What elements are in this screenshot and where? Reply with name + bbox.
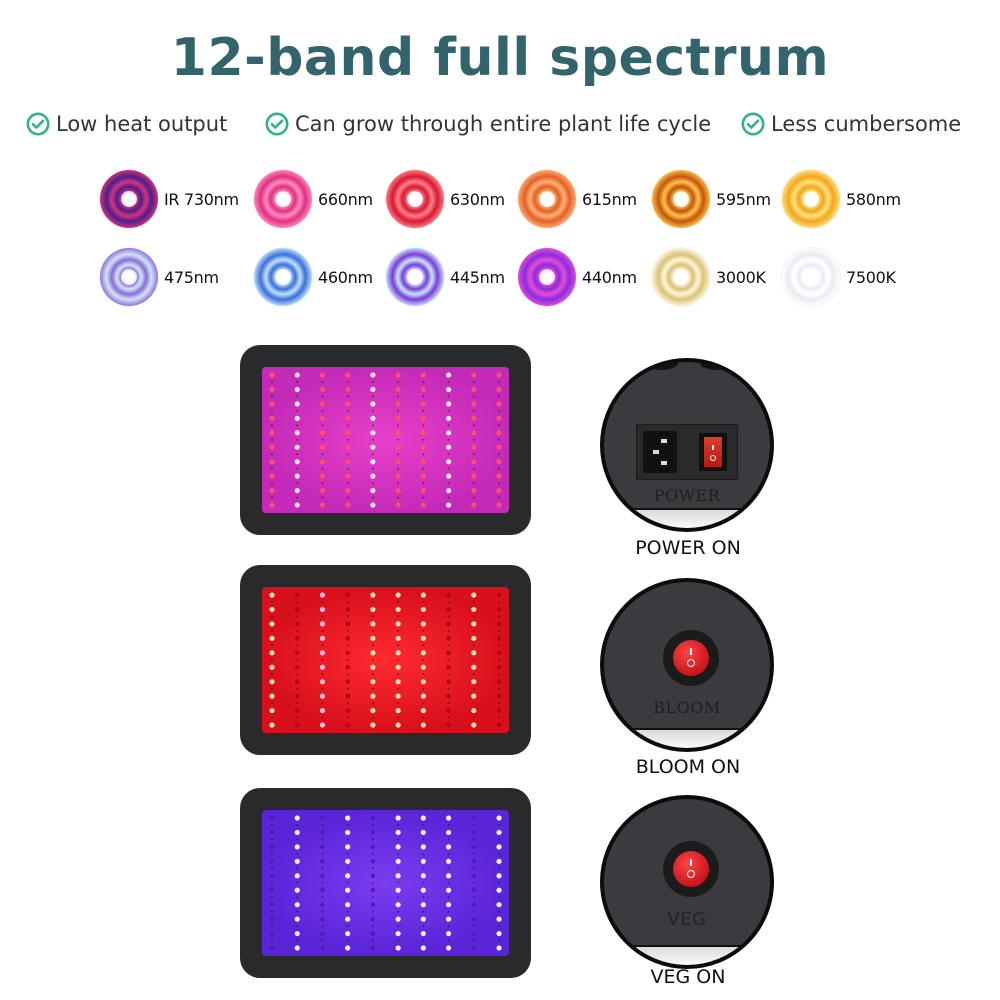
band-label: 445nm — [450, 267, 505, 287]
led-swatch-icon — [254, 170, 312, 228]
band-item: 460nm — [254, 248, 373, 306]
feature-item: Can grow through entire plant life cycle — [265, 112, 711, 136]
engraving-label: VEG — [667, 909, 707, 930]
band-item: 580nm — [782, 170, 901, 228]
led-swatch-icon — [100, 248, 158, 306]
band-label: 440nm — [582, 267, 637, 287]
band-label: 660nm — [318, 189, 373, 209]
bloom-on-caption: BLOOM ON — [635, 756, 741, 778]
band-item: 630nm — [386, 170, 505, 228]
led-swatch-icon — [386, 170, 444, 228]
rocker-switch[interactable] — [699, 433, 727, 471]
led-array — [262, 587, 509, 733]
led-swatch-icon — [386, 248, 444, 306]
housing-edge — [604, 945, 770, 965]
grow-light-panel-bloom — [240, 565, 531, 755]
led-swatch-icon — [518, 170, 576, 228]
band-label: 615nm — [582, 189, 637, 209]
check-circle-icon — [265, 112, 289, 136]
band-label: 630nm — [450, 189, 505, 209]
band-item: 615nm — [518, 170, 637, 228]
veg-switch-button[interactable] — [663, 841, 719, 897]
band-item: IR 730nm — [100, 170, 239, 228]
led-swatch-icon — [254, 248, 312, 306]
power-socket-icon — [643, 431, 677, 473]
band-label: 3000K — [716, 267, 766, 287]
check-circle-icon — [26, 112, 50, 136]
led-swatch-icon — [518, 248, 576, 306]
page-title: 12-band full spectrum — [170, 28, 830, 88]
grow-light-panel-full — [240, 345, 531, 535]
band-label: 7500K — [846, 267, 896, 287]
housing-edge — [604, 508, 770, 528]
grow-light-panel-veg — [240, 788, 531, 978]
band-item: 3000K — [652, 248, 766, 306]
engraving-label: BLOOM — [653, 698, 721, 717]
power-module — [636, 424, 738, 480]
bloom-switch-button[interactable] — [663, 630, 719, 686]
power-on-caption: POWER ON — [635, 537, 741, 559]
engraving-label: POWER — [653, 486, 721, 505]
led-array — [262, 367, 509, 513]
veg-on-caption: VEG ON — [650, 966, 726, 988]
power-switch-detail: POWER — [600, 358, 774, 532]
band-label: 580nm — [846, 189, 901, 209]
led-swatch-icon — [782, 170, 840, 228]
band-item: 445nm — [386, 248, 505, 306]
led-swatch-icon — [652, 248, 710, 306]
feature-label: Less cumbersome — [771, 112, 962, 136]
band-item: 595nm — [652, 170, 771, 228]
vent-slot — [644, 362, 678, 370]
check-circle-icon — [741, 112, 765, 136]
band-label: 460nm — [318, 267, 373, 287]
led-swatch-icon — [782, 248, 840, 306]
band-label: 475nm — [164, 267, 219, 287]
band-label: 595nm — [716, 189, 771, 209]
band-item: 7500K — [782, 248, 896, 306]
feature-label: Low heat output — [56, 112, 228, 136]
feature-item: Less cumbersome — [741, 112, 961, 136]
veg-switch-detail: VEG — [600, 795, 774, 969]
housing-edge — [604, 728, 770, 748]
led-array — [262, 810, 509, 956]
vent-slot — [700, 362, 734, 370]
band-item: 660nm — [254, 170, 373, 228]
band-item: 440nm — [518, 248, 637, 306]
bloom-switch-detail: BLOOM — [600, 578, 774, 752]
led-swatch-icon — [652, 170, 710, 228]
feature-list: Low heat output Can grow through entire … — [0, 112, 1000, 142]
feature-label: Can grow through entire plant life cycle — [295, 112, 712, 136]
band-label: IR 730nm — [164, 189, 239, 209]
band-item: 475nm — [100, 248, 219, 306]
led-swatch-icon — [100, 170, 158, 228]
feature-item: Low heat output — [26, 112, 227, 136]
